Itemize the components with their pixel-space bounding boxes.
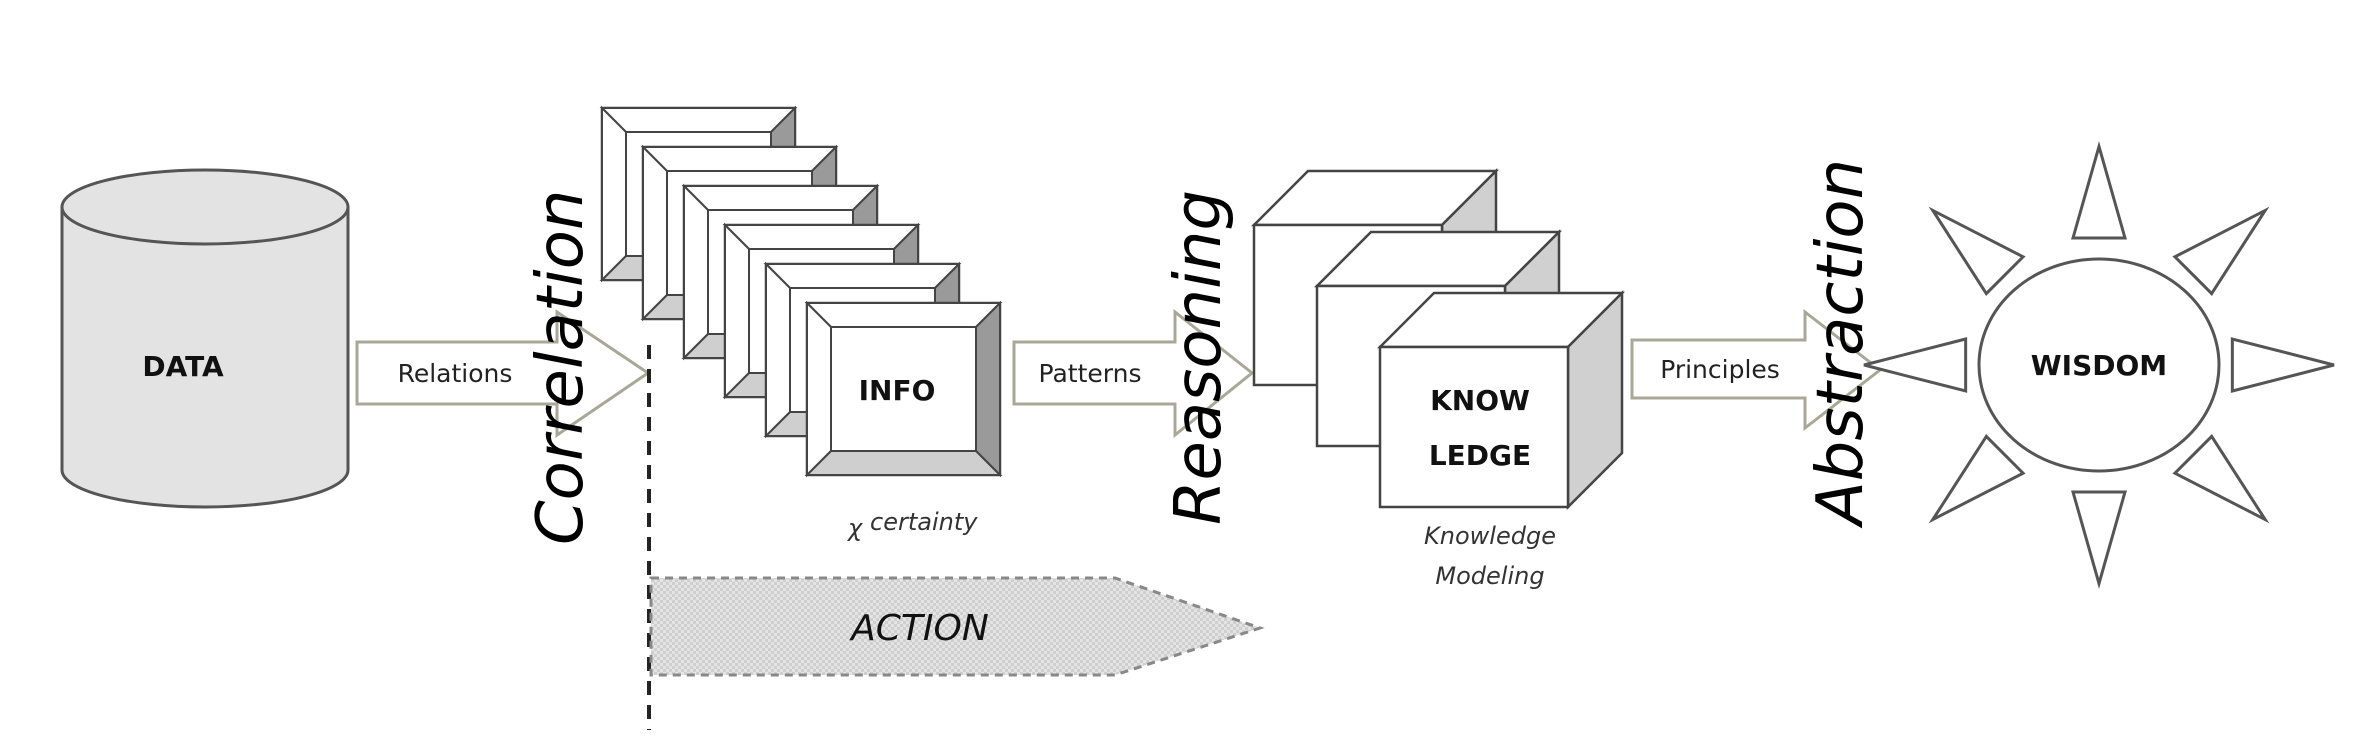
- principles-arrow: Principles: [1630, 308, 1883, 432]
- principles-label: Principles: [1660, 355, 1780, 384]
- sun-ray-icon: [1928, 206, 2026, 296]
- data-node: DATA: [60, 168, 350, 509]
- sun-ray-icon: [2071, 140, 2127, 240]
- action-arrow: ACTION: [649, 576, 1265, 677]
- certainty-label: certainty: [870, 508, 978, 536]
- info-frame-bevel-left: [724, 222, 750, 400]
- action-label: ACTION: [849, 608, 989, 649]
- info-frame-bevel-left: [601, 105, 627, 283]
- wisdom-node: [1863, 140, 2335, 590]
- info-frame-bevel-right: [975, 300, 1001, 478]
- knowledge-node: [1250, 167, 1626, 511]
- patterns-arrow-shape: [1012, 308, 1255, 439]
- info-frame-bevel-top: [640, 146, 839, 172]
- info-frame-face: [830, 326, 977, 452]
- sun-ray-icon: [2172, 206, 2270, 296]
- reasoning-stage-label: Reasoning: [1162, 190, 1236, 525]
- cube-front-face: [1378, 345, 1570, 509]
- info-frame-bevel-left: [806, 300, 832, 478]
- info-node: [599, 105, 1003, 478]
- relations-arrow: Relations: [355, 309, 651, 438]
- info-frame-bevel-top: [763, 263, 962, 289]
- sun-ray-icon: [1863, 337, 1968, 393]
- sun-ray-icon: [1928, 434, 2026, 524]
- correlation-stage-label: Correlation: [524, 190, 598, 545]
- data-cylinder-top: [60, 168, 350, 246]
- info-frame-bevel-left: [642, 144, 668, 322]
- principles-arrow-shape: [1630, 308, 1883, 432]
- info-frame-bevel-left: [765, 261, 791, 439]
- sun-ray-icon: [2071, 490, 2127, 590]
- knowledge-label-line-2: LEDGE: [1429, 439, 1531, 472]
- data-label: DATA: [142, 350, 224, 383]
- knowledge-label-line-1: KNOW: [1430, 384, 1530, 417]
- action-arrow-shape: [649, 576, 1265, 677]
- info-frame-bevel-left: [683, 183, 709, 361]
- info-frame-bevel-top: [599, 107, 798, 133]
- abstraction-stage-label: Abstraction: [1804, 159, 1878, 529]
- info-frame: [804, 300, 1003, 478]
- sun-ray-icon: [2230, 337, 2335, 393]
- sun-ray-icon: [2172, 434, 2270, 524]
- info-frame-bevel-bottom: [804, 450, 1003, 476]
- knowledge-modeling-line-1: Knowledge: [1424, 522, 1556, 550]
- patterns-label: Patterns: [1039, 359, 1142, 388]
- relations-label: Relations: [398, 359, 513, 388]
- data-cylinder: [60, 207, 350, 509]
- certainty-caption: χ certainty: [846, 508, 978, 542]
- knowledge-modeling-line-2: Modeling: [1435, 562, 1544, 590]
- wisdom-circle: [1977, 257, 2221, 473]
- info-label: INFO: [859, 374, 936, 407]
- patterns-arrow: Patterns: [1012, 308, 1255, 439]
- chi-symbol: χ: [846, 514, 863, 542]
- relations-arrow-shape: [355, 309, 651, 438]
- wisdom-label: WISDOM: [2031, 349, 2167, 382]
- info-frame-bevel-top: [681, 185, 880, 211]
- info-frame-bevel-top: [804, 302, 1003, 328]
- info-frame-bevel-top: [722, 224, 921, 250]
- knowledge-cube: [1376, 289, 1626, 511]
